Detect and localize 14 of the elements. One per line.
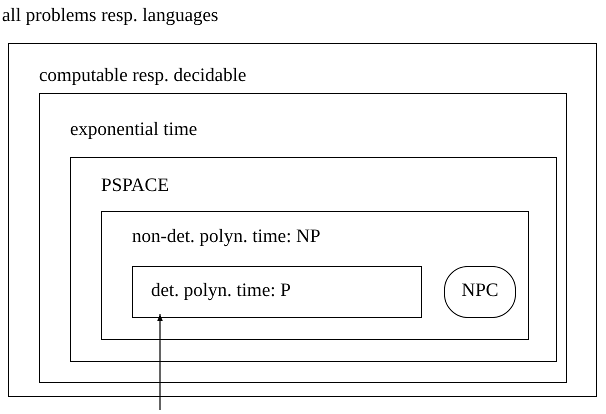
universe-label: all problems resp. languages — [2, 6, 218, 25]
set-label: det. polyn. time: P — [151, 281, 291, 300]
set-label: NPC — [460, 281, 500, 300]
arrow — [157, 314, 163, 410]
set-label: computable resp. decidable — [39, 66, 246, 85]
set-box — [8, 43, 597, 397]
set-label: exponential time — [70, 120, 198, 139]
set-box — [132, 266, 422, 318]
set-box — [39, 93, 567, 383]
rounded-box — [444, 266, 516, 318]
set-box — [101, 211, 529, 340]
set-box — [70, 157, 557, 362]
set-label: non-det. polyn. time: NP — [132, 227, 320, 246]
set-label: PSPACE — [101, 176, 169, 195]
